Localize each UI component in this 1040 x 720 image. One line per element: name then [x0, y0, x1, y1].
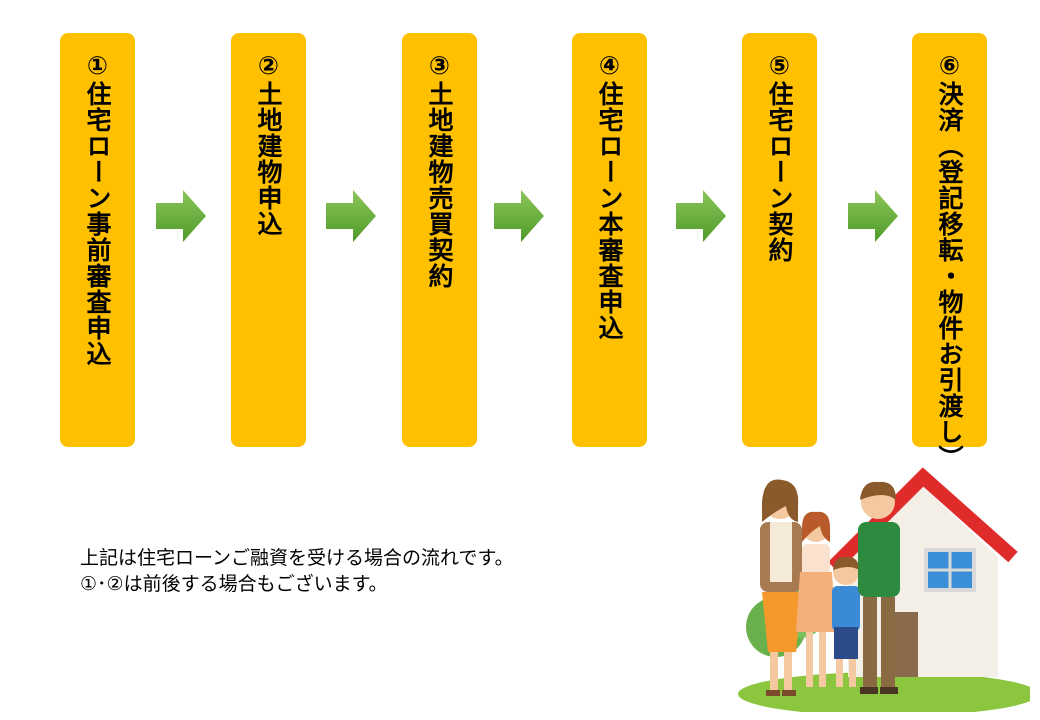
family-house-illustration: [738, 467, 1030, 712]
arrow-right-icon: [494, 190, 544, 242]
note-text: 上記は住宅ローンご融資を受ける場合の流れです。 ①･②は前後する場合もございます…: [80, 545, 514, 597]
arrow-right-icon: [848, 190, 898, 242]
arrow-right-icon: [156, 190, 206, 242]
step-box-2: ②土地建物申込: [231, 33, 306, 447]
step-label-4: ④住宅ローン本審査申込: [595, 51, 624, 341]
note-line-1: 上記は住宅ローンご融資を受ける場合の流れです。: [80, 547, 514, 569]
step-label-5: ⑤住宅ローン契約: [765, 51, 794, 263]
step-label-2: ②土地建物申込: [254, 51, 283, 237]
step-box-4: ④住宅ローン本審査申込: [572, 33, 647, 447]
step-label-6: ⑥決済（登記移転・物件お引渡し）: [935, 51, 964, 471]
note-line-2: ①･②は前後する場合もございます。: [80, 573, 388, 595]
arrow-right-icon: [676, 190, 726, 242]
step-label-3: ③土地建物売買契約: [425, 51, 454, 289]
step-box-3: ③土地建物売買契約: [402, 33, 477, 447]
arrow-right-icon: [326, 190, 376, 242]
step-box-6: ⑥決済（登記移転・物件お引渡し）: [912, 33, 987, 471]
step-box-5: ⑤住宅ローン契約: [742, 33, 817, 447]
step-box-1: ①住宅ローン事前審査申込: [60, 33, 135, 447]
step-label-1: ①住宅ローン事前審査申込: [83, 51, 112, 367]
